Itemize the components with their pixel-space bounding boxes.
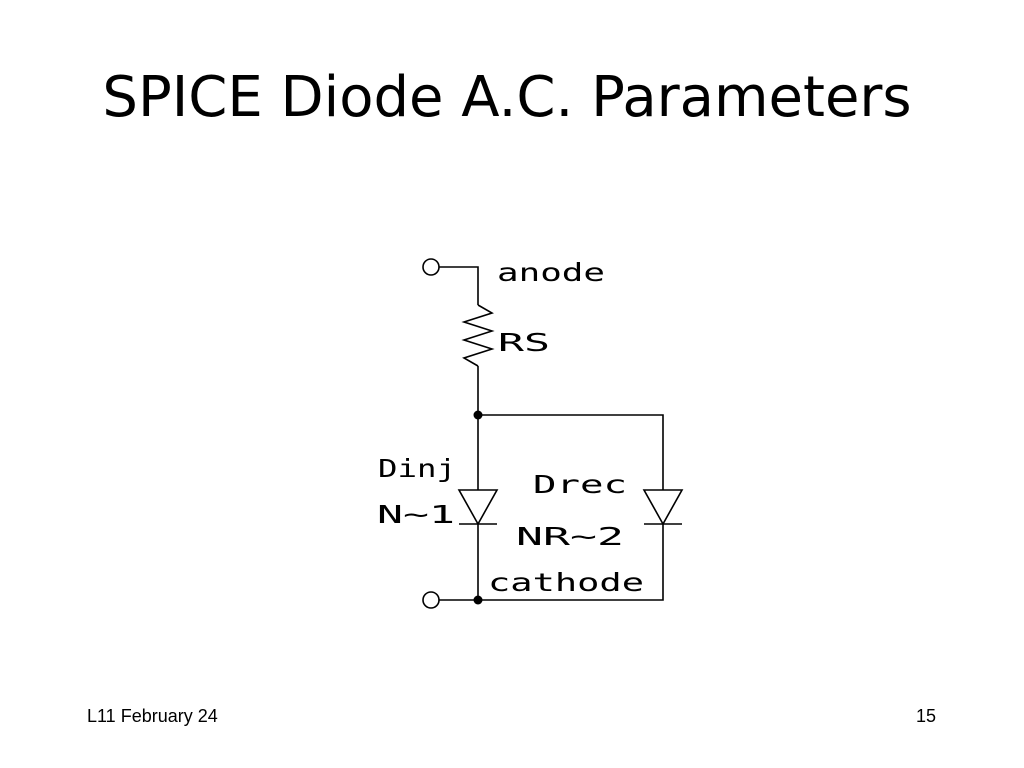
label-cathode: cathode <box>488 568 644 597</box>
page-number: 15 <box>915 706 936 726</box>
label-anode: anode <box>497 258 605 287</box>
label-nr2: NR~2 <box>516 522 624 551</box>
bottom-branch-wire <box>478 524 664 601</box>
anode-terminal <box>422 258 440 276</box>
label-dinj: Dinj <box>378 454 456 483</box>
label-rs: RS <box>498 328 550 357</box>
footer-date: L11 February 24 <box>87 706 218 726</box>
resistor-rs <box>461 304 495 367</box>
label-n1: N~1 <box>377 500 455 529</box>
diode-drec-symbol <box>642 489 684 526</box>
slide-title: SPICE Diode A.C. Parameters <box>102 65 912 130</box>
diode-dinj-symbol <box>457 489 499 526</box>
cathode-terminal <box>422 591 440 609</box>
top-branch-wire <box>478 414 664 490</box>
label-drec: Drec <box>533 470 627 499</box>
anode-wire <box>439 266 479 305</box>
